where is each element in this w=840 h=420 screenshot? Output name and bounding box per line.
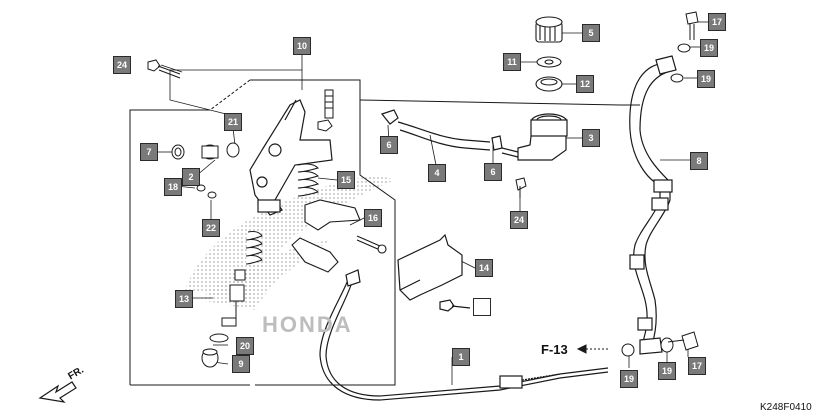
callout-6b: 6 <box>484 163 502 181</box>
diagram-code: K248F0410 <box>760 402 812 413</box>
callout-19c: 19 <box>620 370 638 388</box>
callout-7: 7 <box>140 143 158 161</box>
piston-set-13 <box>201 231 263 368</box>
callout-9: 9 <box>232 355 250 373</box>
brake-hose-8 <box>629 55 677 355</box>
empty-callout-box <box>473 298 491 316</box>
callout-5: 5 <box>582 24 600 42</box>
callout-4: 4 <box>428 164 446 182</box>
brake-cable-1 <box>319 269 609 401</box>
reservoir-hose <box>380 109 519 158</box>
callout-16: 16 <box>364 209 382 227</box>
callout-6a: 6 <box>380 136 398 154</box>
callout-14: 14 <box>475 259 493 277</box>
callout-24b: 24 <box>510 211 528 229</box>
callout-2: 2 <box>182 168 200 186</box>
callout-21: 21 <box>224 113 242 131</box>
hose-bolts <box>621 11 699 357</box>
small-parts-left <box>171 142 240 199</box>
upper-bolt <box>317 89 334 132</box>
callout-1: 1 <box>452 348 470 366</box>
leader-lines <box>158 21 708 385</box>
watermark-text: HONDA <box>262 312 353 337</box>
master-cylinder <box>249 99 333 216</box>
callout-12: 12 <box>576 75 594 93</box>
callout-22: 22 <box>202 219 220 237</box>
bolt-24-left <box>147 59 181 79</box>
reservoir-3 <box>517 113 568 161</box>
callout-19a: 19 <box>700 39 718 57</box>
callout-17a: 17 <box>708 13 726 31</box>
callout-3: 3 <box>582 129 600 147</box>
callout-18: 18 <box>164 178 182 196</box>
callout-8: 8 <box>690 152 708 170</box>
bracket-16 <box>291 199 387 273</box>
reference-label: F-13 <box>541 342 568 357</box>
callout-10: 10 <box>293 37 311 55</box>
assembly-outline <box>129 79 640 386</box>
bolt-24-mid <box>515 177 527 198</box>
callout-19b: 19 <box>697 70 715 88</box>
front-arrow <box>38 381 77 403</box>
reservoir-cap-set <box>535 16 563 92</box>
reference-arrow <box>576 344 608 354</box>
spring-15 <box>297 163 319 197</box>
callout-19d: 19 <box>658 362 676 380</box>
callout-15: 15 <box>337 171 355 189</box>
callout-17b: 17 <box>688 357 706 375</box>
callout-24a: 24 <box>113 56 131 74</box>
callout-20: 20 <box>236 337 254 355</box>
protector-14 <box>397 233 471 312</box>
callout-11: 11 <box>503 53 521 71</box>
callout-13: 13 <box>175 290 193 308</box>
